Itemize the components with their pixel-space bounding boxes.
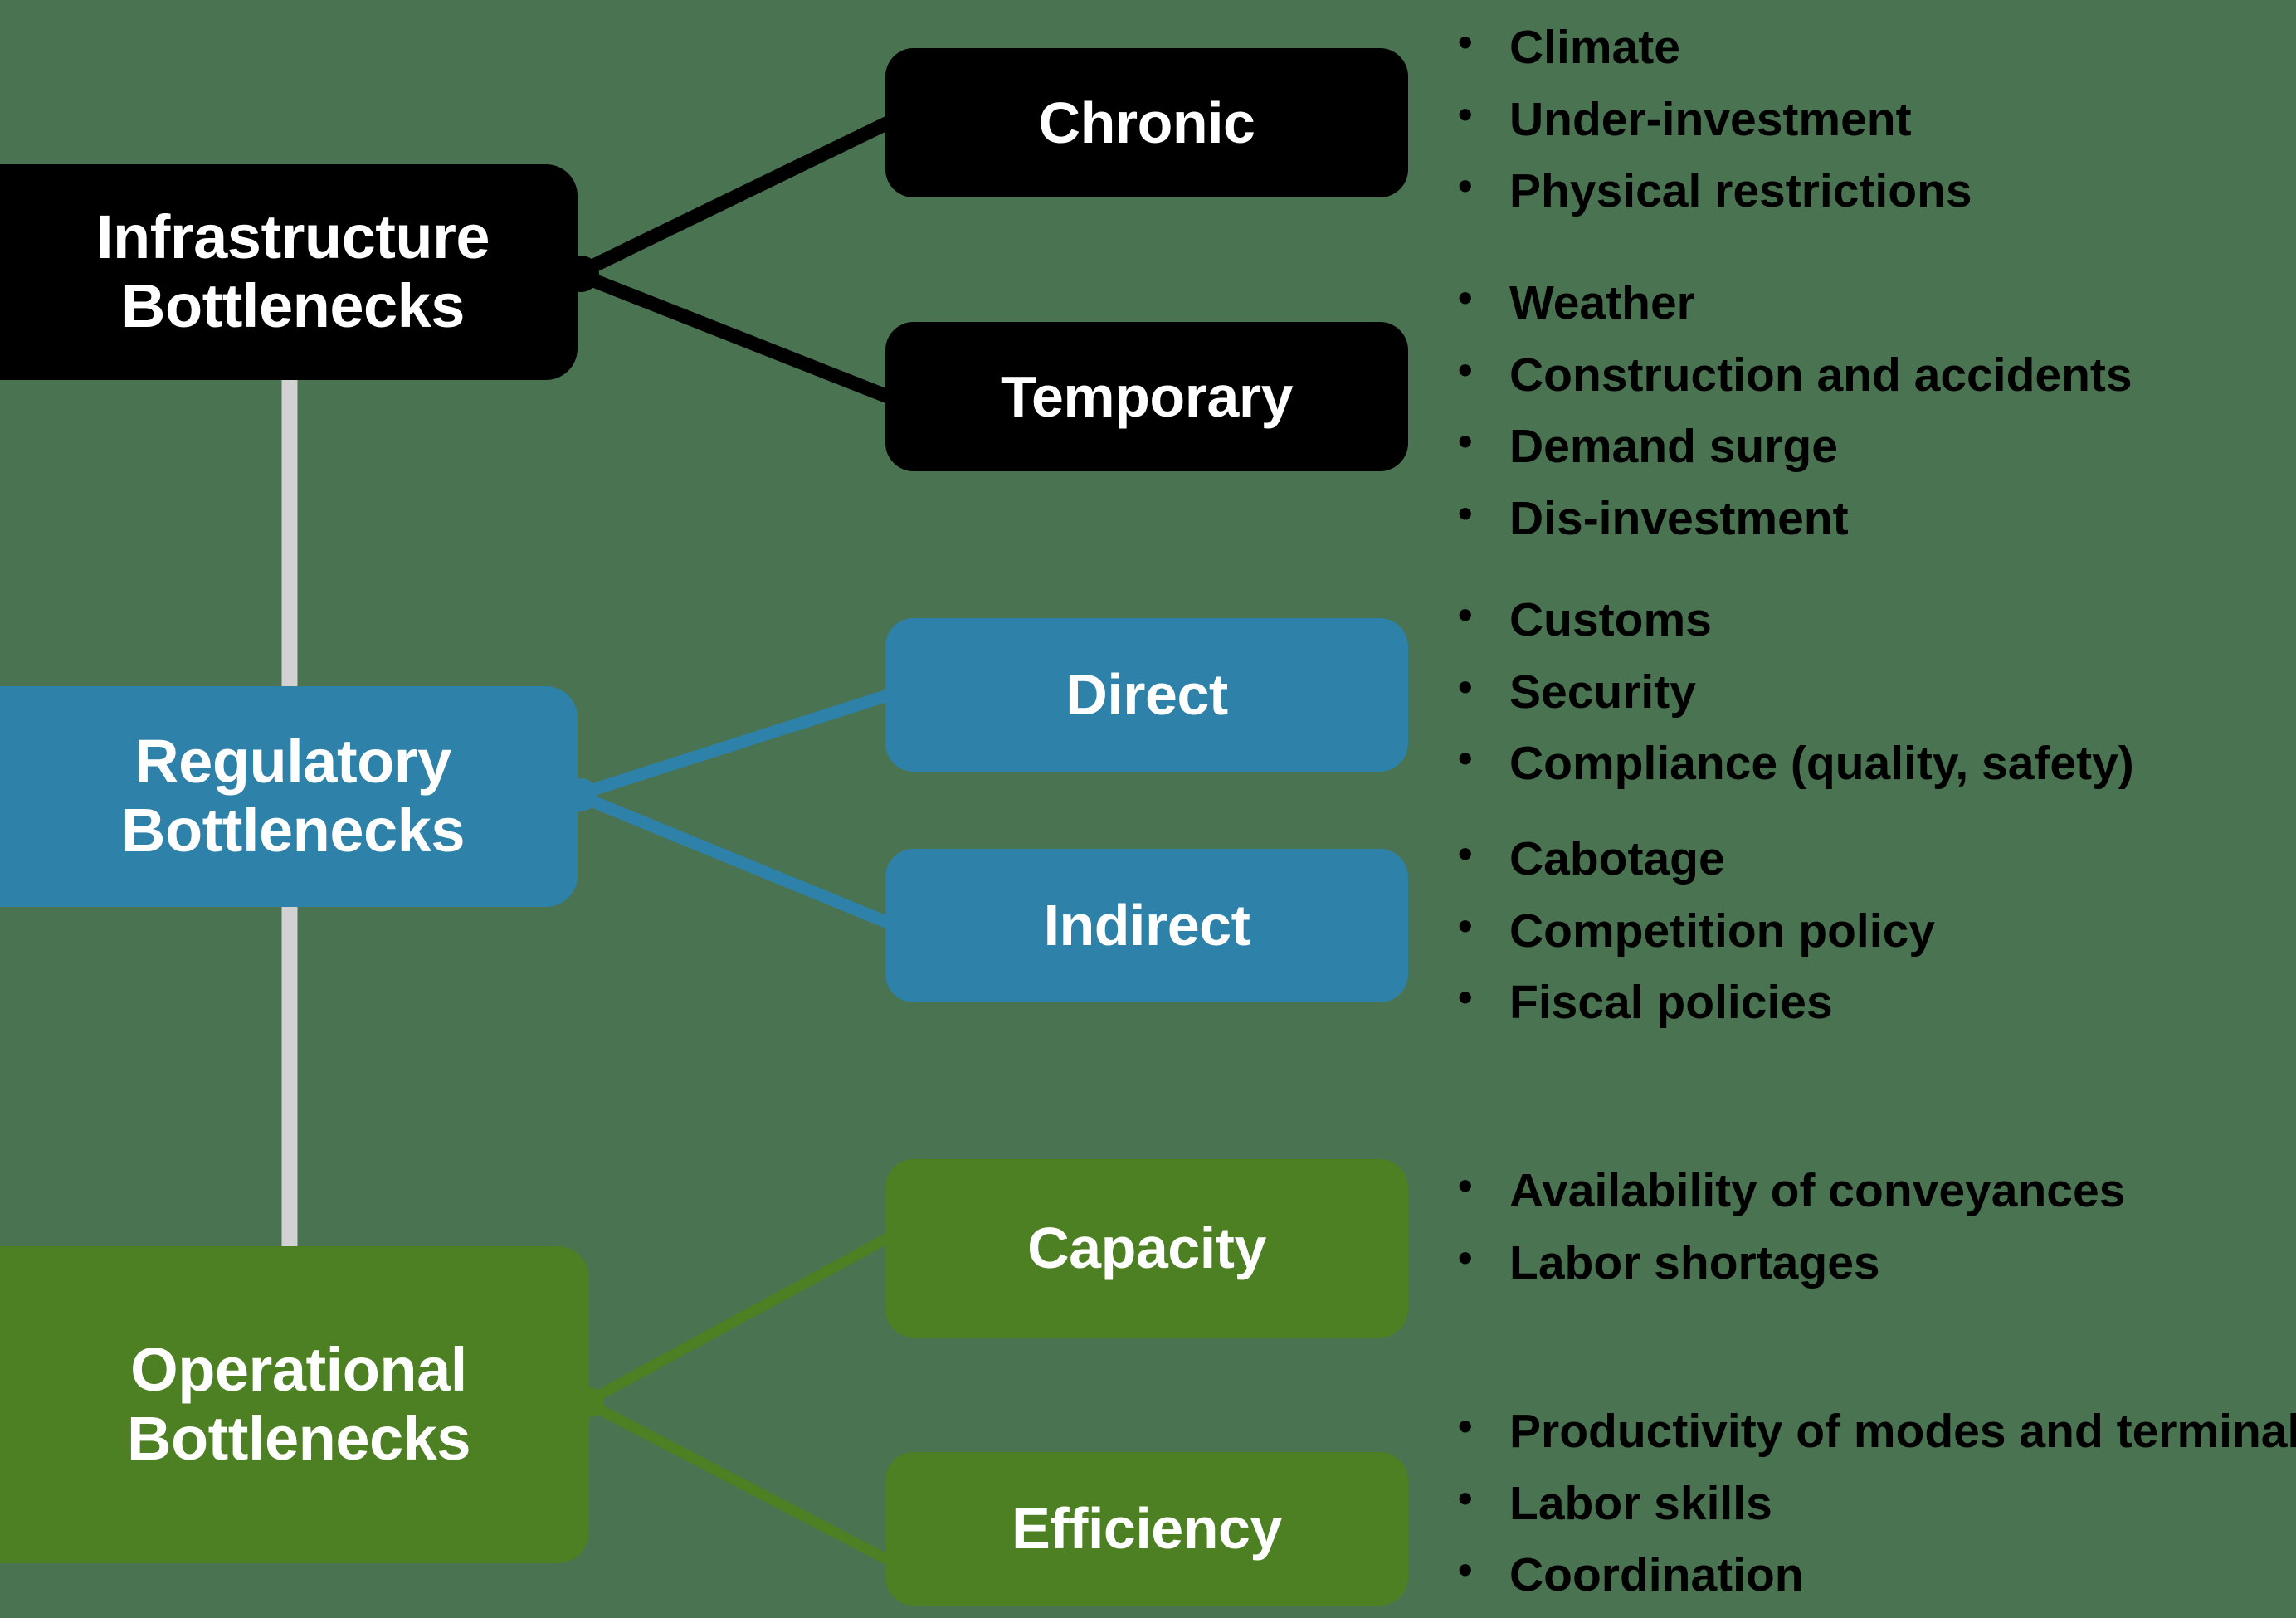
list-item: Competition policy (1458, 900, 1935, 961)
node-regulatory[interactable]: Regulatory Bottlenecks (0, 686, 578, 907)
bullets-temporary: Weather Construction and accidents Deman… (1458, 272, 2133, 562)
node-temporary[interactable]: Temporary (885, 322, 1408, 471)
bullets-indirect: Cabotage Competition policy Fiscal polic… (1458, 828, 1935, 1045)
bullets-capacity: Availability of conveyances Labor shorta… (1458, 1160, 2125, 1305)
list-item: Compliance (quality, safety) (1458, 733, 2134, 793)
node-indirect[interactable]: Indirect (885, 849, 1408, 1002)
node-operational[interactable]: Operational Bottlenecks (0, 1246, 589, 1563)
list-item: Availability of conveyances (1458, 1160, 2125, 1221)
list-item: Cabotage (1458, 828, 1935, 889)
node-capacity[interactable]: Capacity (885, 1159, 1408, 1338)
node-direct[interactable]: Direct (885, 618, 1408, 772)
list-item: Demand surge (1458, 416, 2133, 476)
bullets-direct: Customs Security Compliance (quality, sa… (1458, 589, 2134, 807)
connector-regulatory-indirect (570, 788, 895, 929)
list-item: Under-investment (1458, 89, 1972, 149)
connector-operational-capacity (580, 1232, 894, 1408)
connector-operational-efficiency (580, 1396, 894, 1566)
node-efficiency[interactable]: Efficiency (885, 1452, 1408, 1606)
list-item: Security (1458, 661, 2134, 722)
list-item: Construction and accidents (1458, 344, 2133, 405)
bullets-efficiency: Productivity of modes and terminals Labo… (1458, 1401, 2296, 1618)
connector-infrastructure-temporary (569, 266, 895, 404)
connector-regulatory-direct (570, 689, 895, 802)
list-item: Productivity of modes and terminals (1458, 1401, 2296, 1461)
list-item: Labor skills (1458, 1473, 2296, 1533)
node-infrastructure[interactable]: Infrastructure Bottlenecks (0, 164, 578, 380)
list-item: Climate (1458, 17, 1972, 77)
list-item: Coordination (1458, 1544, 2296, 1605)
node-chronic[interactable]: Chronic (885, 48, 1408, 197)
list-item: Weather (1458, 272, 2133, 333)
bullets-chronic: Climate Under-investment Physical restri… (1458, 17, 1972, 234)
list-item: Customs (1458, 589, 2134, 650)
list-item: Physical restrictions (1458, 160, 1972, 221)
connector-infrastructure-chronic (569, 115, 895, 281)
list-item: Labor shortages (1458, 1232, 2125, 1293)
list-item: Fiscal policies (1458, 972, 1935, 1032)
list-item: Dis-investment (1458, 488, 2133, 548)
